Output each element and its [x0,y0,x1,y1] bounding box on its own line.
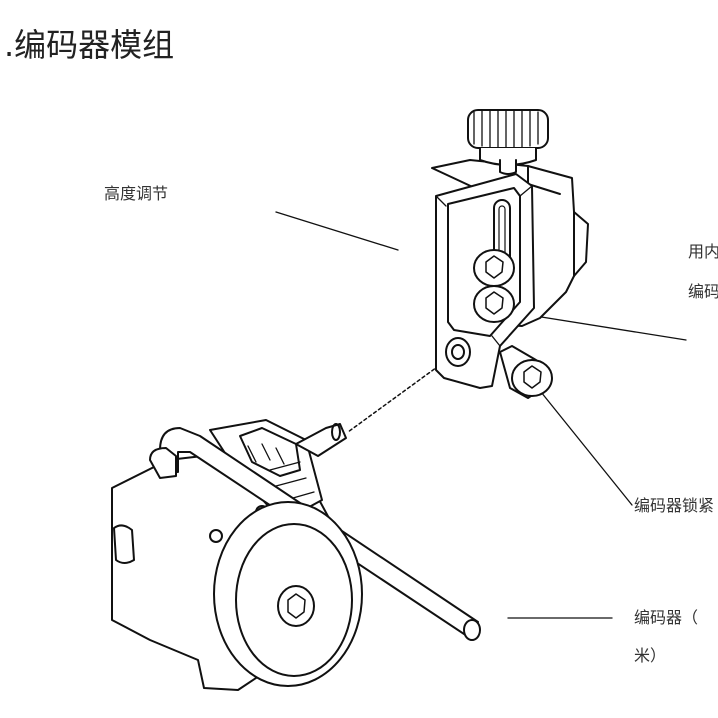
leader-lock [540,391,633,506]
body-hole-2 [209,529,223,543]
leader-height-adjust [275,211,399,251]
encoder-assembly [111,419,481,691]
bore-hole [445,337,471,367]
thumb-knob [467,109,549,175]
diagram-title: .编码器模组 [4,26,175,64]
lock-screw [499,345,553,399]
label-encoder-line1: 编码器（ [634,608,699,627]
label-encoder-lock: 编码器锁紧 [634,496,715,515]
socket-screw-upper [473,249,515,287]
body-slot [113,524,135,564]
label-inner-line1: 用内 [688,242,718,261]
label-encoder-line2: 米） [634,646,667,665]
encoder-shaft [295,423,347,457]
label-height-adjust: 高度调节 [104,184,169,203]
label-inner-line2: 编码 [688,282,718,301]
socket-screw-lower [473,285,515,323]
shaft-end [331,423,341,441]
leader-lines [275,211,687,619]
encoder-disc [213,501,363,687]
bracket-assembly [431,109,589,399]
mounting-axis-dashed [347,361,445,433]
